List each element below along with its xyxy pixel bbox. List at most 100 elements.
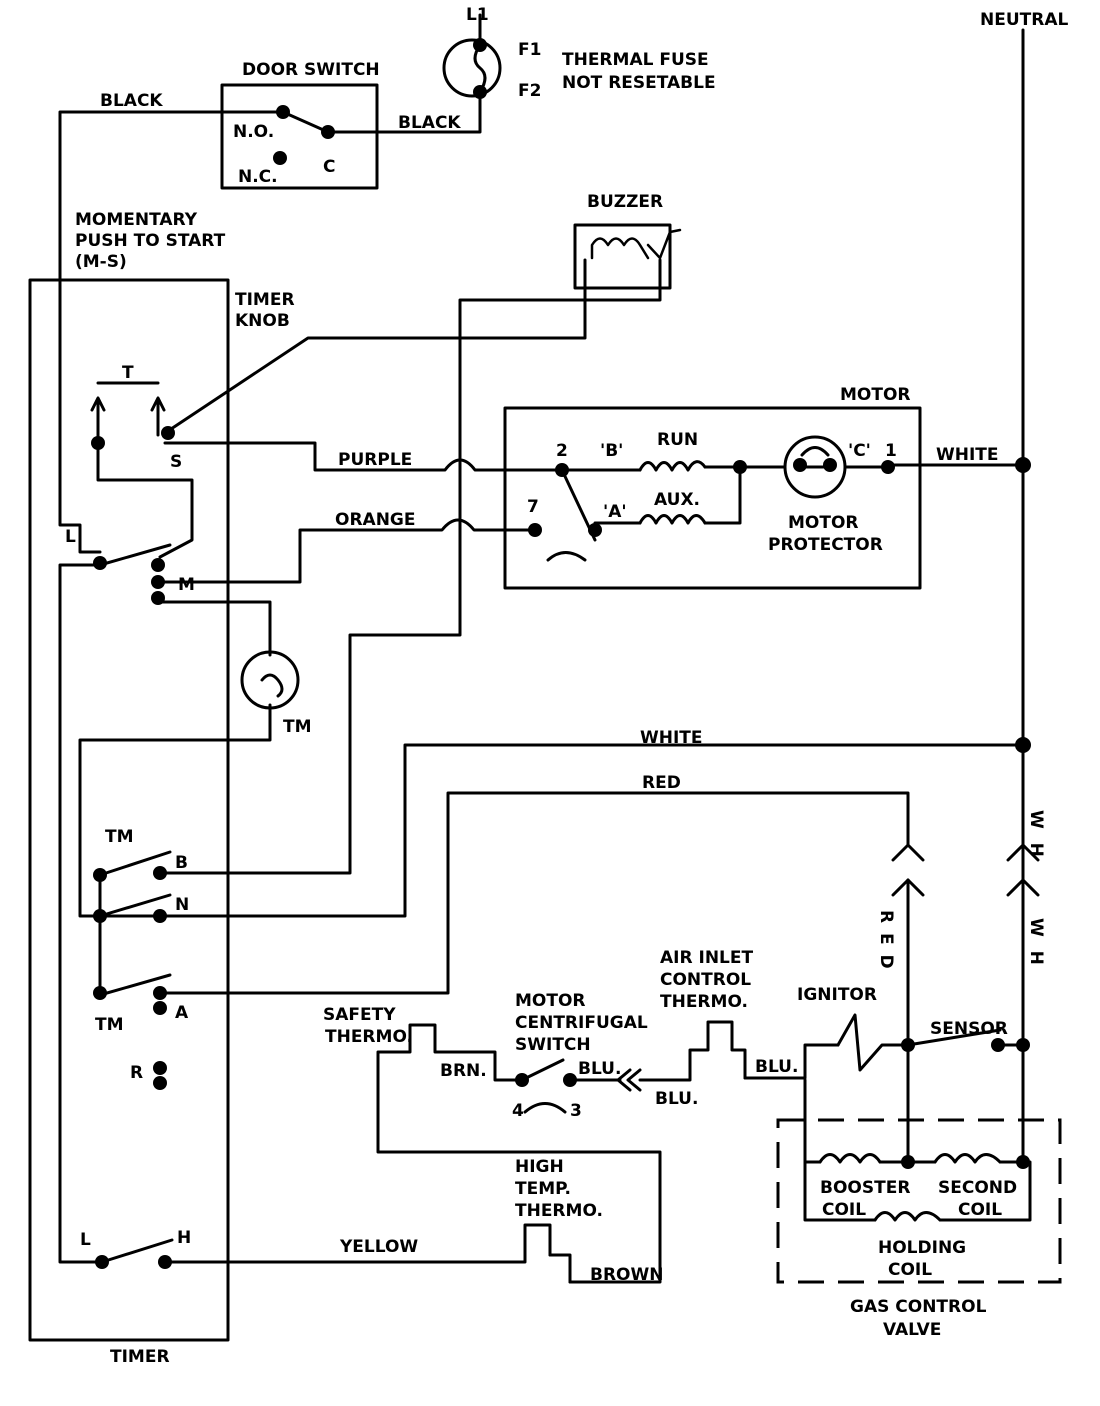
label-ignitor: IGNITOR: [797, 985, 877, 1005]
sensor-switch: [906, 1028, 1002, 1047]
timer-motor: [240, 650, 300, 710]
label-purple: PURPLE: [338, 450, 412, 470]
junction-dot: [151, 575, 165, 589]
junction-dot: [901, 1038, 915, 1052]
label-f2: F2: [518, 81, 541, 101]
junction-dot: [161, 426, 175, 440]
label-a: A: [175, 1003, 189, 1023]
junction-dot: [153, 986, 167, 1000]
white-mid-wire: [98, 743, 1025, 918]
junction-dot: [1016, 1155, 1030, 1169]
tm-n-blade: [98, 893, 172, 918]
lh-blade: [100, 1238, 174, 1264]
junction-dot: [151, 591, 165, 605]
junction-dot: [95, 1255, 109, 1269]
purple-wire: [163, 441, 564, 472]
label-door-switch: DOOR SWITCH: [242, 60, 380, 80]
junction-dot: [991, 1038, 1005, 1052]
label-high-temp-2: TEMP.: [515, 1179, 571, 1199]
buzzer-wire: [158, 258, 662, 875]
components: [90, 38, 1040, 1222]
motor-box: [503, 406, 922, 590]
label-c: C: [323, 157, 335, 177]
label-t: T: [122, 363, 134, 383]
label-pin-3: 3: [570, 1101, 582, 1121]
label-pin-7: 7: [527, 497, 539, 517]
blu-wire-2: [638, 1020, 747, 1082]
label-orange: ORANGE: [335, 510, 416, 530]
buzzer-coil: [590, 228, 682, 260]
aux-coil: [638, 514, 707, 525]
junction-dot: [793, 458, 807, 472]
door-switch-box: [220, 83, 379, 190]
door-switch-blade: [281, 110, 330, 134]
junction-dot: [321, 125, 335, 139]
label-l-bottom: L: [80, 1230, 91, 1250]
label-thermal-fuse-2: NOT RESETABLE: [562, 73, 716, 93]
label-b-quote: 'B': [600, 441, 623, 461]
label-second-1: SECOND: [938, 1178, 1017, 1198]
thermal-fuse: [442, 38, 502, 98]
junction-dot: [93, 868, 107, 882]
label-nc: N.C.: [238, 167, 278, 187]
label-blu-1: BLU.: [578, 1059, 621, 1079]
label-high-temp-3: THERMO.: [515, 1201, 603, 1221]
wh-connector: [1006, 843, 1040, 897]
junction-dot: [273, 151, 287, 165]
junction-dot: [153, 866, 167, 880]
blu-wire-3: [743, 1043, 840, 1080]
junction-dot: [901, 1155, 915, 1169]
label-tm-b: TM: [105, 827, 134, 847]
boxes: [28, 83, 1062, 1342]
timer-l-blade: [98, 543, 172, 567]
label-wh-lower: W H: [1026, 918, 1046, 969]
label-buzzer: BUZZER: [587, 192, 663, 212]
wires: [58, 13, 1032, 1284]
junction-dot: [588, 523, 602, 537]
junction-dot: [93, 909, 107, 923]
label-blu-2: BLU.: [655, 1089, 698, 1109]
junction-dot: [555, 463, 569, 477]
tm-a-blade: [98, 973, 172, 997]
orange-wire: [156, 518, 537, 584]
label-f1: F1: [518, 40, 541, 60]
red-wire: [158, 791, 910, 995]
label-neutral: NEUTRAL: [980, 10, 1068, 30]
label-r: R: [130, 1063, 143, 1083]
junction-dot: [158, 1255, 172, 1269]
label-mcs-2: CENTRIFUGAL: [515, 1013, 648, 1033]
label-motor: MOTOR: [840, 385, 911, 405]
label-mcs-3: SWITCH: [515, 1035, 591, 1055]
label-brn: BRN.: [440, 1061, 487, 1081]
label-second-2: COIL: [958, 1200, 1002, 1220]
label-motor-protector-2: PROTECTOR: [768, 535, 883, 555]
timer-bus-wire: [58, 563, 102, 1264]
label-red-vertical: R E D: [876, 910, 896, 971]
booster-coil: [818, 1153, 882, 1164]
label-air-inlet-3: THERMO.: [660, 992, 748, 1012]
mcs-arc: [523, 1102, 567, 1114]
label-a-quote: 'A': [603, 502, 627, 522]
second-coil: [933, 1153, 1002, 1164]
label-n: N: [175, 895, 189, 915]
label-gas-valve-1: GAS CONTROL: [850, 1297, 987, 1317]
holding-right: [938, 1160, 1032, 1222]
holding-left: [803, 1160, 877, 1222]
label-yellow: YELLOW: [339, 1237, 418, 1257]
holding-coil: [873, 1211, 942, 1222]
label-safety-1: SAFETY: [323, 1005, 396, 1025]
label-sensor: SENSOR: [930, 1019, 1008, 1039]
timer-arrow-right: [150, 396, 166, 412]
yellow-wire: [163, 1223, 552, 1264]
label-holding-2: COIL: [888, 1260, 932, 1280]
junction-dot: [563, 1073, 577, 1087]
junction-dot: [153, 1076, 167, 1090]
label-booster-1: BOOSTER: [820, 1178, 910, 1198]
aux-return: [703, 465, 742, 525]
label-motor-protector-1: MOTOR: [788, 513, 859, 533]
mcs-blade: [520, 1058, 565, 1082]
label-s: S: [170, 452, 182, 472]
label-thermal-fuse-1: THERMAL FUSE: [562, 50, 709, 70]
label-timer-knob-1: TIMER: [235, 290, 295, 310]
